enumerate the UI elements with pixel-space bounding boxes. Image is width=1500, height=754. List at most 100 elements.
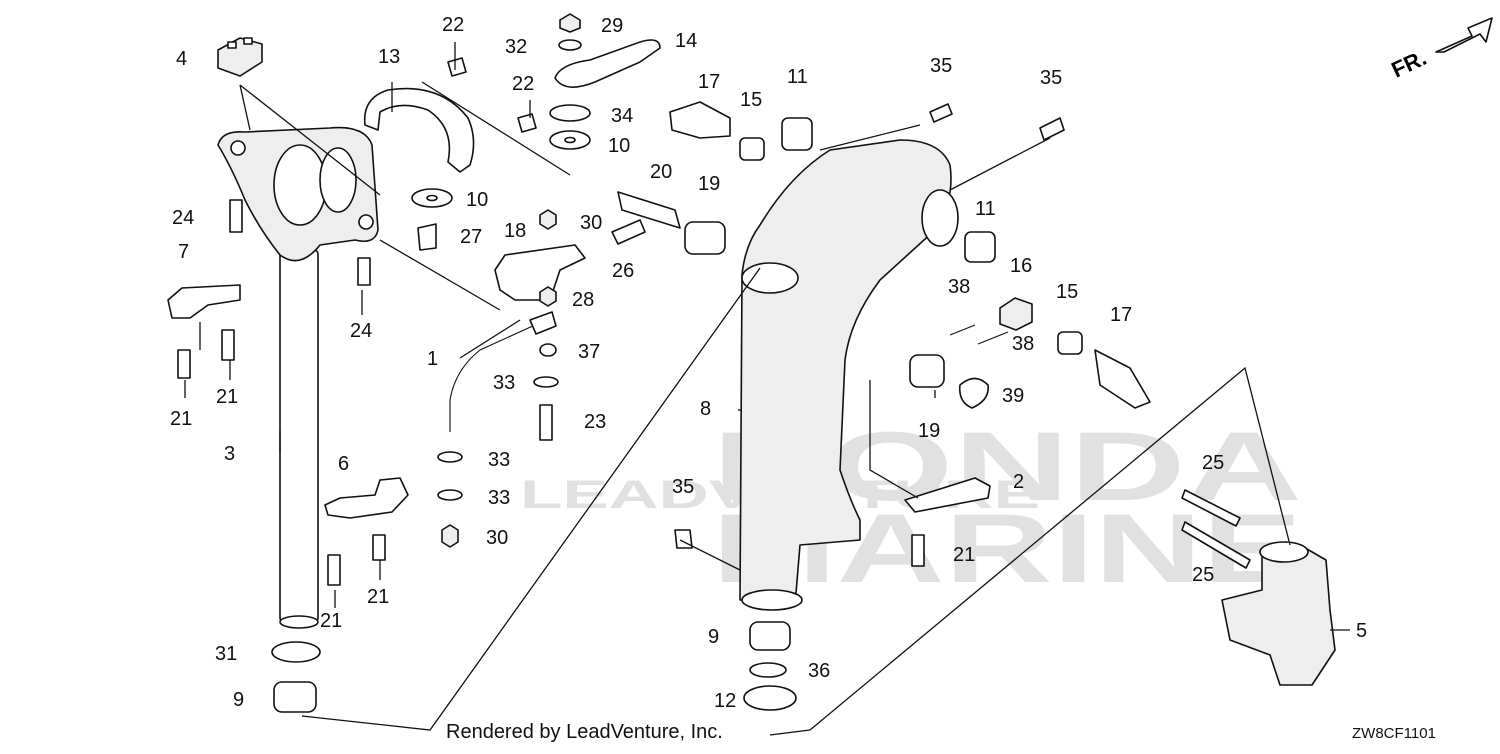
callout-19: 19 bbox=[918, 420, 940, 442]
bolt-22-b bbox=[517, 113, 537, 133]
part-4-clip bbox=[217, 37, 263, 77]
callout-22: 22 bbox=[512, 73, 534, 95]
callout-37: 37 bbox=[578, 341, 600, 363]
part-7-bracket bbox=[167, 284, 241, 319]
diagram-code: ZW8CF1101 bbox=[1352, 725, 1436, 742]
callout-39: 39 bbox=[1002, 385, 1024, 407]
steering-shaft bbox=[279, 249, 319, 629]
callout-9: 9 bbox=[708, 626, 719, 648]
bolt-21-a bbox=[177, 349, 191, 379]
callout-13: 13 bbox=[378, 46, 400, 68]
washer-33-a bbox=[533, 376, 559, 388]
direction-label: FR. bbox=[1388, 45, 1431, 83]
part-1-rod bbox=[449, 311, 557, 432]
bushing-15-upper bbox=[739, 137, 765, 161]
callout-33: 33 bbox=[493, 372, 515, 394]
callout-3: 3 bbox=[224, 443, 235, 465]
bolt-25-b bbox=[1181, 521, 1251, 569]
bushing-19-upper bbox=[684, 221, 726, 255]
bushing-19-lower bbox=[909, 354, 945, 388]
callout-21: 21 bbox=[170, 408, 192, 430]
callout-27: 27 bbox=[460, 226, 482, 248]
ring-36 bbox=[749, 662, 787, 678]
part-16-nut bbox=[999, 297, 1033, 331]
callout-18: 18 bbox=[504, 220, 526, 242]
callout-25: 25 bbox=[1202, 452, 1224, 474]
bushing-15-right bbox=[1057, 331, 1083, 355]
callout-30: 30 bbox=[486, 527, 508, 549]
callout-24: 24 bbox=[172, 207, 194, 229]
callout-29: 29 bbox=[601, 15, 623, 37]
part-39-clip bbox=[958, 377, 989, 409]
leader-lines bbox=[184, 42, 1350, 736]
bolt-26 bbox=[611, 219, 646, 245]
part-13-arc-bracket bbox=[363, 87, 475, 173]
bushing-9-right bbox=[749, 621, 791, 651]
part-34-32-29-stack bbox=[549, 13, 591, 122]
nut-28 bbox=[539, 286, 557, 307]
callout-21: 21 bbox=[367, 586, 389, 608]
callout-35: 35 bbox=[1040, 67, 1062, 89]
callout-33: 33 bbox=[488, 487, 510, 509]
callout-15: 15 bbox=[1056, 281, 1078, 303]
bolts bbox=[177, 57, 1251, 586]
callout-21: 21 bbox=[953, 544, 975, 566]
bolt-23 bbox=[539, 404, 553, 441]
callout-11: 11 bbox=[787, 66, 808, 88]
seal-31 bbox=[271, 641, 321, 663]
bolt-24-a bbox=[229, 199, 243, 233]
callout-20: 20 bbox=[650, 161, 672, 183]
steering-arm bbox=[217, 126, 379, 262]
swivel-case bbox=[739, 139, 959, 611]
callout-21: 21 bbox=[320, 610, 342, 632]
callout-38: 38 bbox=[1012, 333, 1034, 355]
callout-16: 16 bbox=[1010, 255, 1032, 277]
callout-36: 36 bbox=[808, 660, 830, 682]
callout-6: 6 bbox=[338, 453, 349, 475]
callout-34: 34 bbox=[611, 105, 633, 127]
callout-1: 1 bbox=[427, 348, 438, 370]
callout-23: 23 bbox=[584, 411, 606, 433]
callout-14: 14 bbox=[675, 30, 697, 52]
part-10-washers bbox=[411, 130, 591, 208]
callout-26: 26 bbox=[612, 260, 634, 282]
callout-24: 24 bbox=[350, 320, 372, 342]
bolt-21-d bbox=[372, 534, 386, 561]
callout-9: 9 bbox=[233, 689, 244, 711]
callout-30: 30 bbox=[580, 212, 602, 234]
callout-35: 35 bbox=[672, 476, 694, 498]
nut-30-upper bbox=[539, 209, 557, 230]
part-2-plate bbox=[904, 477, 991, 513]
bushings bbox=[617, 101, 1151, 409]
callout-2: 2 bbox=[1013, 471, 1024, 493]
front-direction-indicator: FR. bbox=[1388, 17, 1493, 83]
bolt-21-b bbox=[221, 329, 235, 361]
bolt-25-a bbox=[1181, 489, 1241, 527]
nut-30-lower bbox=[441, 524, 459, 548]
callout-21: 21 bbox=[216, 386, 238, 408]
callout-17: 17 bbox=[698, 71, 720, 93]
nuts-washers bbox=[437, 209, 559, 548]
small-parts-right bbox=[904, 297, 1033, 513]
front-arrow-icon bbox=[1435, 17, 1493, 53]
pins-38 bbox=[949, 324, 1009, 345]
callout-38: 38 bbox=[948, 276, 970, 298]
part-6-bracket bbox=[324, 477, 409, 519]
callout-12: 12 bbox=[714, 690, 736, 712]
bolt-21-e bbox=[911, 534, 925, 567]
spring-27 bbox=[417, 223, 437, 251]
callout-8: 8 bbox=[700, 398, 711, 420]
callout-17: 17 bbox=[1110, 304, 1132, 326]
bushing-17-upper bbox=[669, 101, 731, 139]
callout-25: 25 bbox=[1192, 564, 1214, 586]
bushing-11-right bbox=[964, 231, 996, 263]
callout-31: 31 bbox=[215, 643, 237, 665]
washer-33-b bbox=[437, 451, 463, 463]
callouts: 4 22 13 29 32 14 22 34 10 10 17 15 11 35… bbox=[170, 14, 1367, 712]
callout-15: 15 bbox=[740, 89, 762, 111]
bushing-17-right bbox=[1094, 349, 1151, 409]
callout-22: 22 bbox=[442, 14, 464, 36]
callout-19: 19 bbox=[698, 173, 720, 195]
part-14-plate bbox=[554, 39, 661, 88]
